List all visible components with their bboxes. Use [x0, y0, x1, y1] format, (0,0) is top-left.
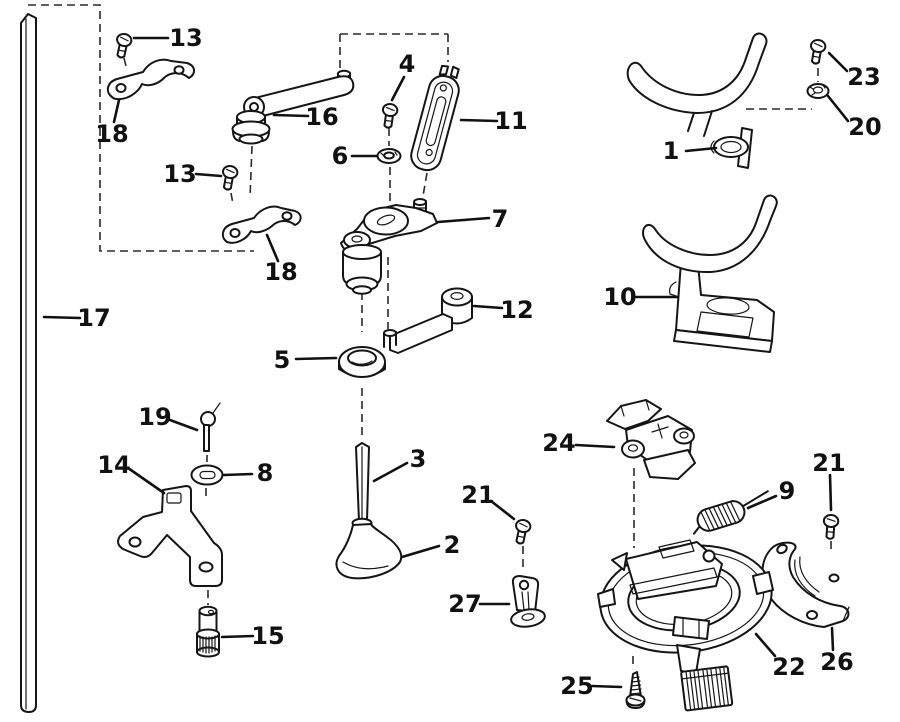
callout-leader-26: [830, 626, 835, 652]
part-3-shaft: [355, 442, 370, 522]
part-5-lever: [338, 313, 453, 378]
callout-leader-16: [272, 113, 310, 118]
callout-label-16: 16: [305, 103, 338, 131]
callout-label-15: 15: [251, 622, 284, 650]
callout-label-14: 14: [97, 451, 130, 479]
callout-leader-21: [828, 473, 833, 512]
callout-leader-1: [684, 146, 718, 153]
part-27-link: [510, 575, 546, 628]
callout-leader-5: [294, 356, 338, 361]
part-10-shift-fork: [642, 194, 778, 353]
part-14-bracket: [117, 485, 223, 587]
part-9-spring: [692, 490, 769, 535]
callout-label-18: 18: [264, 258, 297, 286]
callout-leader-12: [472, 304, 504, 310]
callout-leader-23: [827, 51, 849, 73]
callout-leader-4: [390, 75, 406, 102]
callout-leader-2: [400, 544, 441, 559]
part-7-cam-plate: [340, 198, 438, 295]
callout-label-8: 8: [257, 459, 274, 487]
callout-label-5: 5: [274, 346, 291, 374]
callout-label-22: 22: [772, 653, 805, 681]
callout-leader-25: [590, 684, 623, 689]
callout-leader-7: [436, 216, 491, 224]
callout-label-18: 18: [95, 120, 128, 148]
callout-label-1: 1: [663, 137, 680, 165]
part-18-cam-lower: [221, 205, 302, 244]
callout-leader-22: [754, 632, 777, 658]
callout-leader-20: [826, 94, 850, 123]
part-26-cam-arm: [761, 541, 850, 628]
callout-leader-19: [168, 418, 199, 432]
part-2-cam-foot: [335, 517, 403, 580]
callout-leader-17: [42, 315, 82, 320]
part-25-screw: [625, 671, 646, 709]
part-20-washer: [806, 83, 830, 99]
callout-label-20: 20: [848, 113, 881, 141]
part-16-lever-arm: [231, 69, 355, 145]
part-19-clip-pin: [200, 402, 221, 452]
callout-leader-15: [220, 634, 255, 639]
callout-leader-13: [194, 172, 223, 178]
callout-label-12: 12: [500, 296, 533, 324]
callout-label-27: 27: [448, 590, 481, 618]
callout-leader-14: [126, 466, 166, 495]
callout-leader-11: [459, 118, 499, 123]
part-6-washer: [376, 148, 402, 164]
callout-label-25: 25: [560, 672, 593, 700]
callout-label-6: 6: [332, 142, 349, 170]
callout-label-19: 19: [138, 403, 171, 431]
callout-leader-24: [574, 443, 616, 449]
callout-label-9: 9: [779, 477, 796, 505]
part-15-pivot-pin: [196, 605, 220, 658]
part-11-link: [410, 64, 460, 172]
callout-label-7: 7: [492, 205, 509, 233]
callout-label-26: 26: [820, 648, 853, 676]
callout-label-21: 21: [812, 449, 845, 477]
part-22-retainer-ring: [597, 539, 774, 712]
part-8-washer: [190, 464, 224, 486]
callout-label-13: 13: [163, 160, 196, 188]
callout-label-10: 10: [603, 283, 636, 311]
callout-leader-18: [112, 98, 121, 124]
callout-label-2: 2: [444, 531, 461, 559]
callout-label-11: 11: [494, 107, 527, 135]
callout-label-3: 3: [410, 445, 427, 473]
callout-label-13: 13: [169, 24, 202, 52]
callout-leader-9: [746, 494, 778, 510]
callout-leader-8: [222, 472, 254, 477]
callout-leader-18: [265, 233, 280, 263]
callout-label-21: 21: [461, 481, 494, 509]
callout-label-24: 24: [542, 429, 575, 457]
callout-leader-3: [372, 461, 409, 483]
callout-leader-21: [489, 499, 516, 521]
part-17-shift-rod: [20, 13, 37, 713]
callout-label-17: 17: [77, 304, 110, 332]
part-24-bracket-assembly: [606, 399, 696, 480]
part-18-cam-top: [106, 58, 195, 101]
callout-label-23: 23: [847, 63, 880, 91]
construction-lines: [28, 4, 832, 667]
callout-label-4: 4: [399, 50, 416, 78]
